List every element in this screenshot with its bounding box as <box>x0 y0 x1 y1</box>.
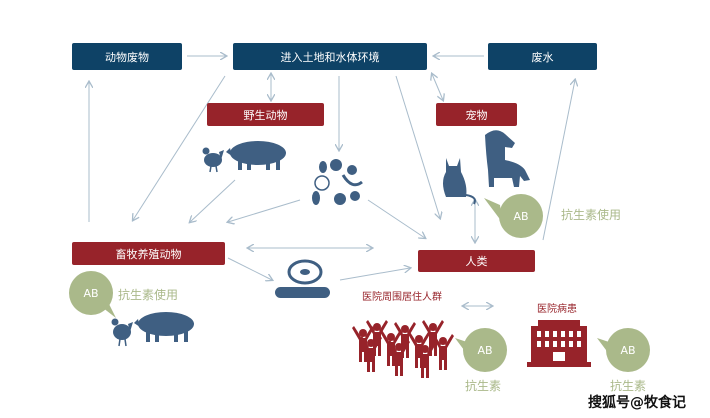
hospital-icon <box>527 320 591 367</box>
antibiotic-use-label-pets: 抗生素使用 <box>561 208 622 222</box>
node-environment: 进入土地和水体环境 <box>233 43 427 70</box>
arrow-env-pets <box>432 74 443 100</box>
cat-icon <box>443 158 476 205</box>
people-icon <box>352 320 454 378</box>
food-icon <box>312 159 363 205</box>
node-animal-waste: 动物废物 <box>72 43 182 70</box>
ab-badge-pets: AB <box>499 194 543 238</box>
antibiotic-use-label-livestock: 抗生素使用 <box>118 288 179 302</box>
arrow-humans-to-wastewater <box>542 80 575 241</box>
arrow-wildlife-to-livestock <box>190 179 236 222</box>
node-livestock: 畜牧养殖动物 <box>72 242 225 265</box>
dog-icon <box>485 130 530 187</box>
arrow-livestock-to-meat <box>227 257 272 280</box>
ab-badge-patients: AB <box>606 328 650 372</box>
arrow-meat-to-humans <box>339 268 410 281</box>
arrow-food-to-livestock <box>228 199 301 222</box>
chicken-icon <box>202 147 224 173</box>
patients-label: 医院病患 <box>537 304 577 315</box>
community-label: 医院周围居住人群 <box>362 292 442 303</box>
meat-icon <box>275 259 330 298</box>
node-wildlife: 野生动物 <box>207 103 324 126</box>
arrow-food-to-humans <box>367 199 425 238</box>
arrow-env-to-humans <box>395 75 440 218</box>
ab-badge-community: AB <box>463 328 507 372</box>
watermark: 搜狐号@牧食记 <box>588 395 686 411</box>
antibiotic-label-patients: 抗生素 <box>610 379 647 393</box>
antibiotic-label-community: 抗生素 <box>465 379 502 393</box>
chicken-icon-2 <box>111 318 133 347</box>
pig-icon-2 <box>134 312 194 342</box>
node-pets: 宠物 <box>436 103 517 126</box>
node-humans: 人类 <box>418 250 535 272</box>
pig-icon <box>226 141 286 170</box>
arrow-env-to-livestock <box>133 75 226 220</box>
node-wastewater: 废水 <box>488 43 597 70</box>
ab-badge-livestock: AB <box>69 271 113 315</box>
